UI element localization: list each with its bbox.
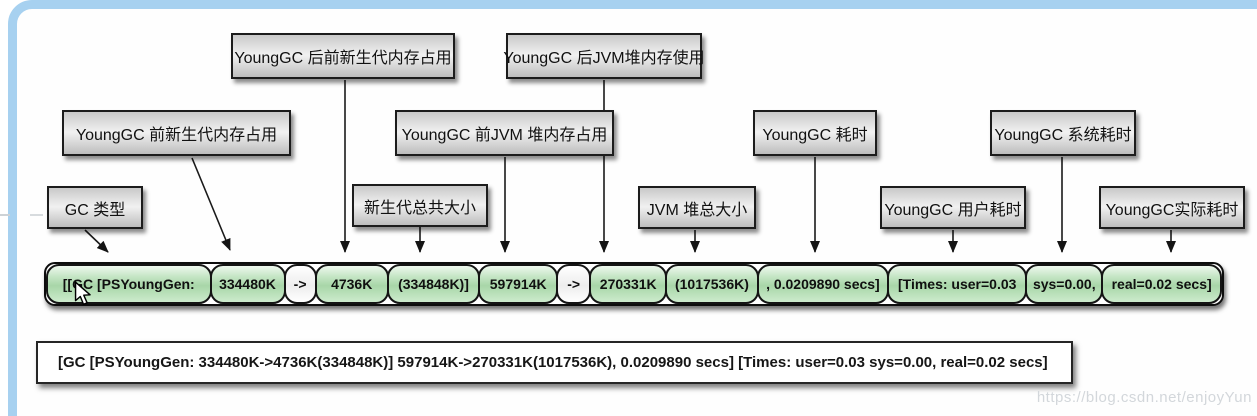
segment-heap-total: (1017536K)	[665, 264, 759, 304]
gc-log-line: [GC [PSYoungGen: 334480K->4736K(334848K)…	[58, 354, 1048, 371]
label-text: YoungGC 后JVM堆内存使用	[503, 50, 705, 67]
margin-tick	[0, 214, 10, 216]
segment-gc-duration: , 0.0209890 secs]	[756, 264, 890, 304]
label-box-young-before: YoungGC 前新生代内存占用	[62, 110, 291, 156]
label-text: YoungGC 前JVM 堆内存占用	[401, 127, 608, 144]
label-text: YoungGC实际耗时	[1105, 201, 1239, 219]
label-box-heap-before: YoungGC 前JVM 堆内存占用	[395, 110, 614, 156]
arrow-gc-type	[84, 229, 109, 253]
label-box-young-total: 新生代总共大小	[352, 184, 488, 227]
segment-gc-psyounggen: [[GC [PSYoungGen:	[46, 264, 212, 304]
gc-log-text-box: [GC [PSYoungGen: 334480K->4736K(334848K)…	[36, 341, 1073, 384]
segment-arrow: ->	[556, 264, 592, 304]
label-text: YoungGC 后前新生代内存占用	[234, 50, 452, 67]
label-text: YoungGC 系统耗时	[994, 127, 1132, 144]
segment-young-after: 4736K	[314, 264, 389, 304]
label-text: YoungGC 用户耗时	[884, 201, 1022, 219]
label-text: JVM 堆总大小	[646, 201, 748, 219]
arrow-young-before	[191, 157, 231, 251]
label-box-heap-after: YoungGC 后JVM堆内存使用	[503, 33, 705, 79]
label-box-sys-cost: YoungGC 系统耗时	[990, 110, 1136, 156]
segment-heap-before: 597914K	[478, 264, 559, 304]
gc-log-bar: [[GC [PSYoungGen: 334480K -> 4736K (3348…	[44, 262, 1224, 306]
segment-arrow: ->	[283, 264, 317, 304]
label-text: GC 类型	[64, 201, 126, 219]
segment-times-real: real=0.02 secs]	[1101, 264, 1222, 304]
margin-tick	[30, 214, 43, 216]
label-box-heap-total: JVM 堆总大小	[638, 186, 756, 229]
mouse-cursor-icon	[74, 281, 91, 306]
label-text: YoungGC 前新生代内存占用	[75, 127, 278, 144]
label-box-real-cost: YoungGC实际耗时	[1099, 186, 1245, 229]
segment-times-user: [Times: user=0.03	[887, 264, 1028, 304]
watermark-url: https://blog.csdn.net/enjoyYun	[1036, 389, 1252, 406]
label-text: YoungGC 耗时	[762, 127, 868, 144]
label-box-young-after: YoungGC 后前新生代内存占用	[231, 33, 455, 79]
segment-young-before: 334480K	[209, 264, 286, 304]
label-box-gc-type: GC 类型	[47, 186, 143, 229]
segment-young-total: (334848K)]	[386, 264, 481, 304]
segment-times-sys: sys=0.00,	[1025, 264, 1104, 304]
label-box-gc-duration: YoungGC 耗时	[753, 110, 877, 156]
label-text: 新生代总共大小	[363, 199, 476, 217]
segment-heap-after: 270331K	[589, 264, 668, 304]
label-box-user-cost: YoungGC 用户耗时	[880, 186, 1026, 229]
